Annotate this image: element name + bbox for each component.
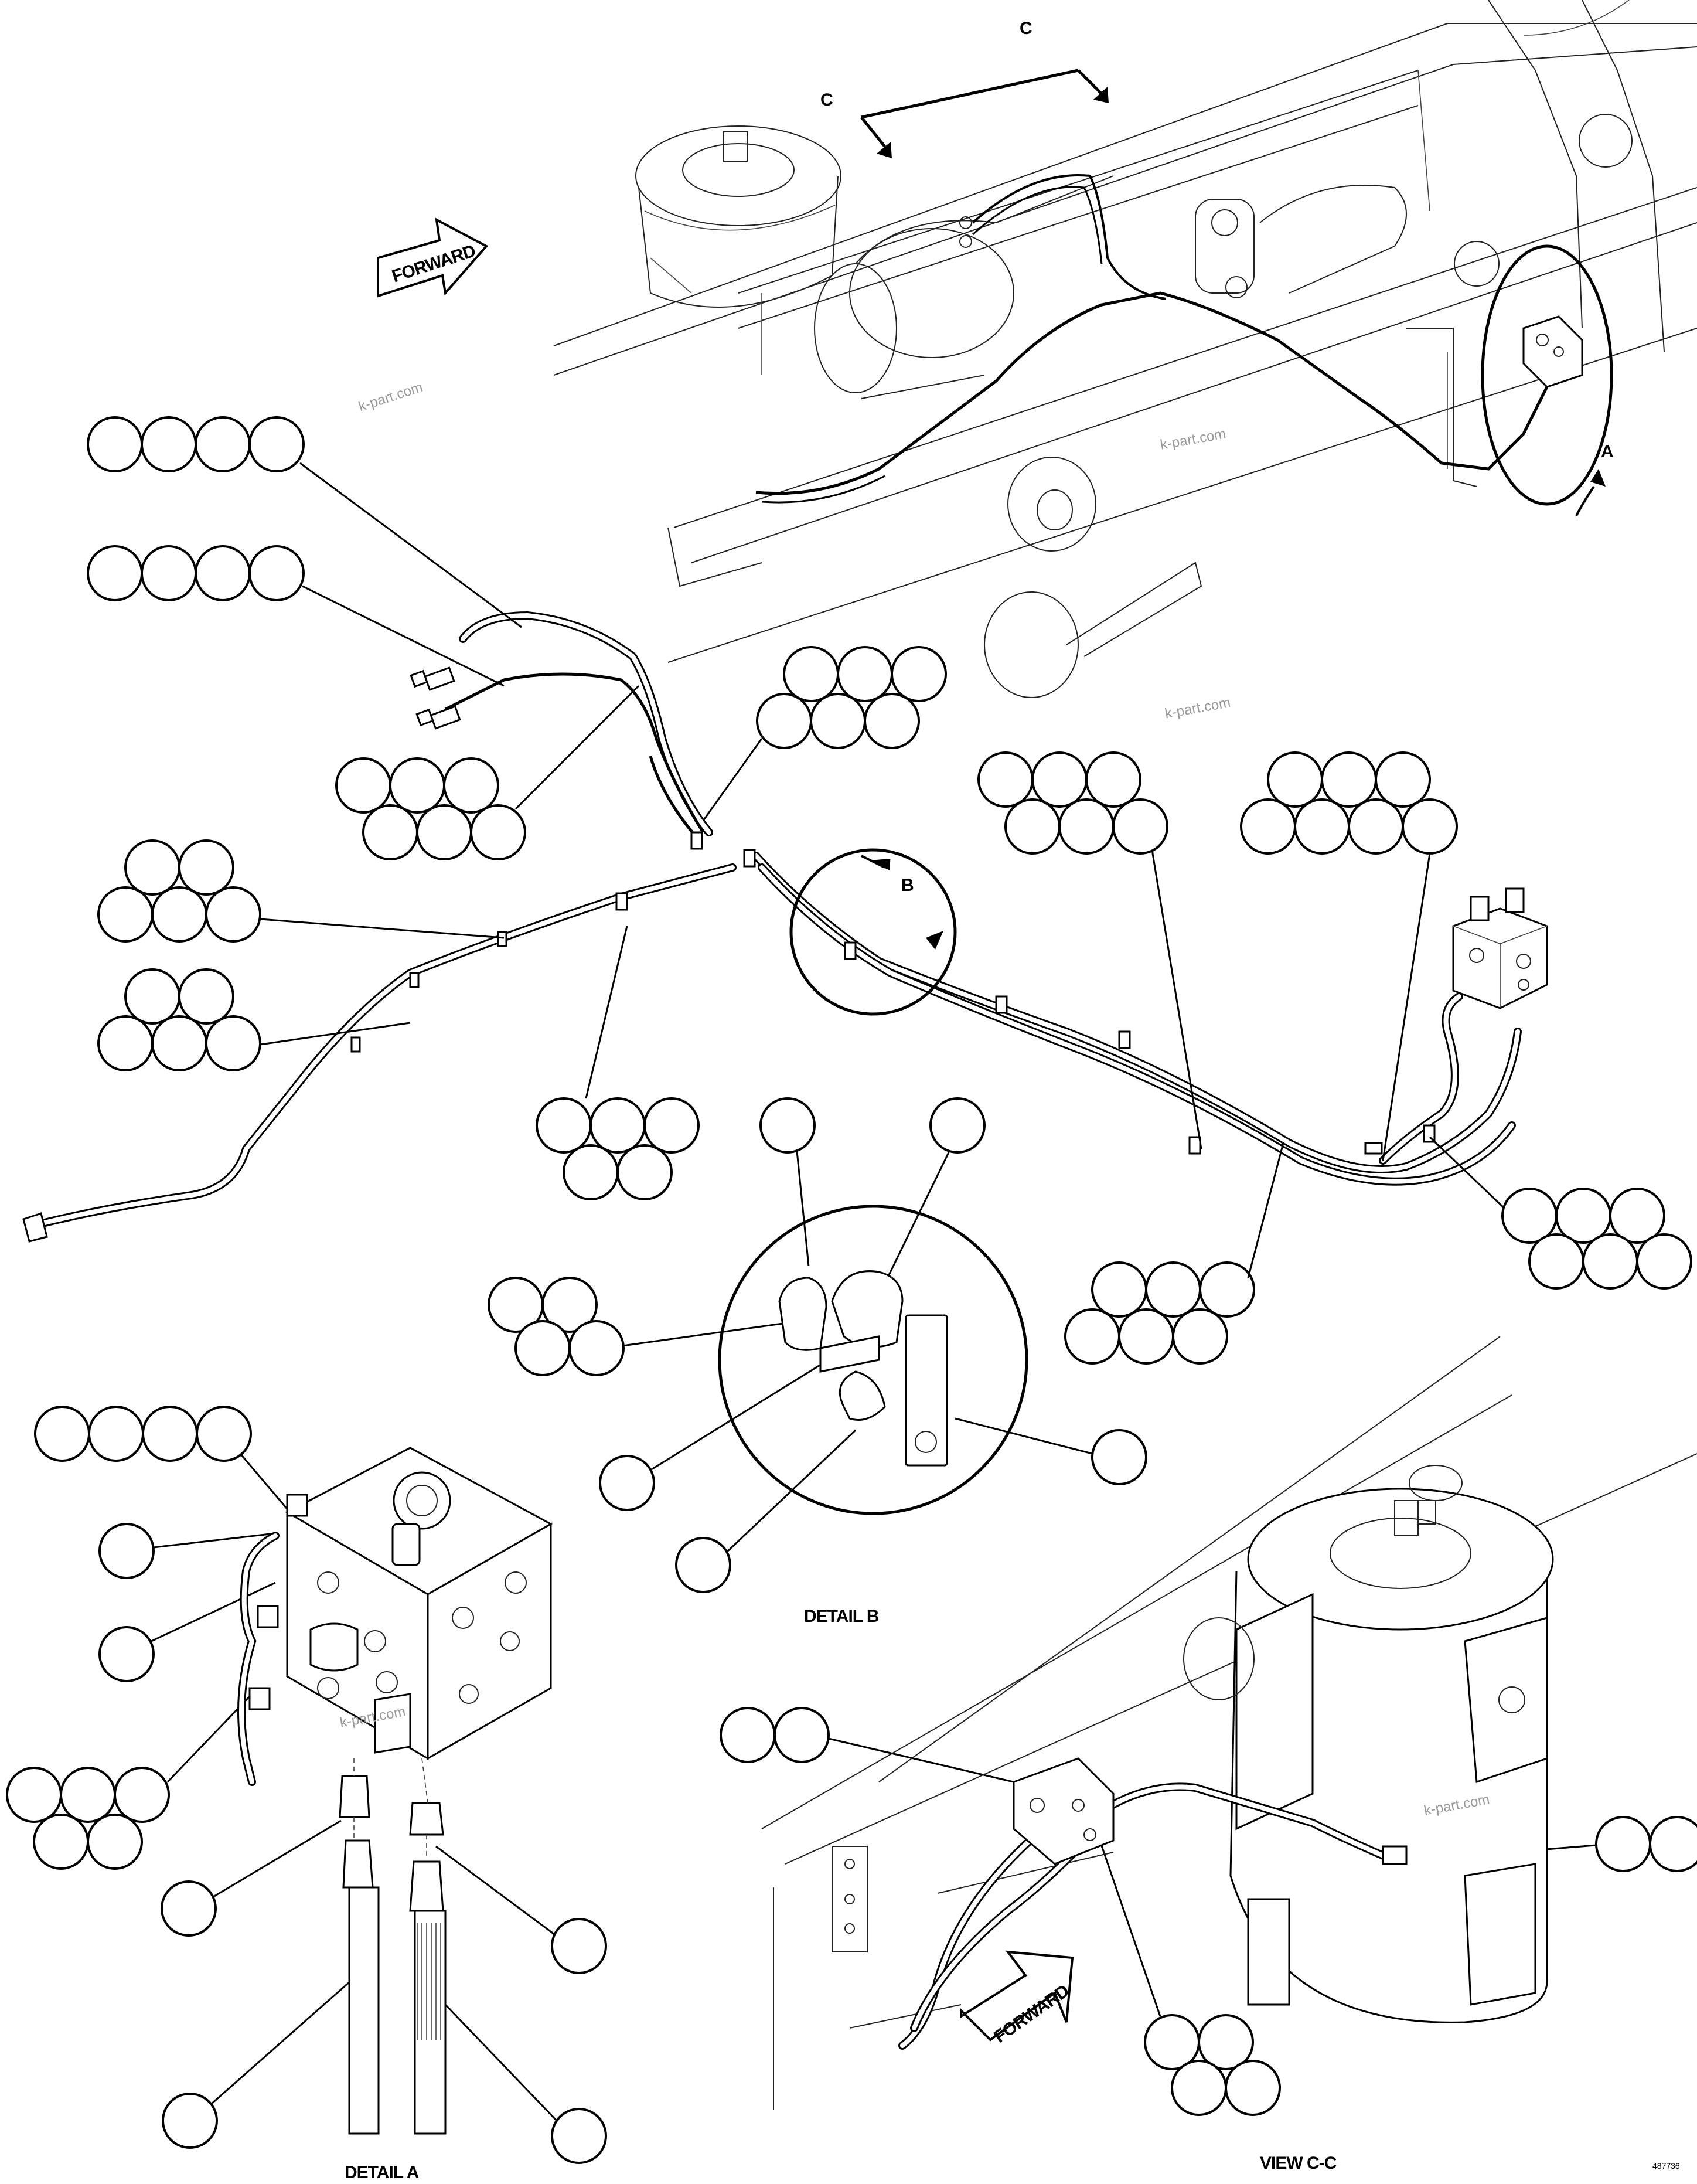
detail-a-title: DETAIL A	[345, 2163, 419, 2182]
callout-detail-a-7	[162, 2093, 218, 2149]
callout-group-9	[536, 926, 700, 1200]
callout-group-view-cc-3	[1095, 1828, 1281, 2116]
callout-detail-a-6	[551, 1918, 607, 1974]
view-cc: FORWARD VIEW C-C k-part.com	[761, 1336, 1697, 2173]
forward-arrow-top: FORWARD	[377, 217, 489, 298]
tank-top	[635, 125, 841, 308]
forward-label-top: FORWARD	[390, 241, 478, 286]
callout-group-3	[335, 685, 640, 860]
watermark: k-part.com	[1164, 695, 1232, 722]
callout-detail-b-2	[929, 1097, 986, 1154]
callout-group-view-cc-2	[1394, 1816, 1697, 1872]
detail-a-marker: A	[1601, 442, 1613, 461]
callout-group-8	[1240, 751, 1458, 1161]
tank-view-cc	[1183, 1465, 1554, 2023]
section-c-right-label: C	[1020, 19, 1032, 38]
detail-b-marker: B	[901, 876, 914, 895]
detail-a-callout-circle: A	[1481, 244, 1614, 516]
drawing-number: 487736	[1652, 2161, 1680, 2171]
callout-group-view-cc-1	[720, 1707, 1114, 1807]
detail-b-title: DETAIL B	[804, 1607, 879, 1626]
callout-group-6	[702, 646, 947, 821]
detail-b-callout-circle: B	[789, 848, 957, 1016]
valve-block-right	[1452, 887, 1548, 1009]
callout-group-10	[1064, 1142, 1284, 1365]
forward-arrow-bottom: FORWARD	[960, 1950, 1074, 2047]
hose-clamps	[350, 831, 1436, 1155]
callout-detail-a-8	[551, 2108, 607, 2164]
callout-detail-b-3	[599, 1455, 655, 1511]
callout-group-2	[87, 545, 505, 687]
callout-detail-b-5	[1091, 1429, 1147, 1485]
watermark: k-part.com	[1159, 426, 1227, 453]
callout-group-1	[87, 416, 522, 628]
callout-bubbles	[6, 416, 1697, 2164]
connector-2	[415, 705, 461, 730]
callout-detail-b-1	[759, 1097, 816, 1154]
callout-group-12	[488, 1277, 792, 1376]
callout-group-5	[97, 968, 411, 1071]
chassis-overview: A C C FORWARD k-part.com k-part.com	[357, 0, 1697, 698]
callout-group-detail-a-4	[6, 1693, 253, 1870]
detail-b: DETAIL B	[718, 1205, 1028, 1626]
watermark: k-part.com	[357, 379, 425, 415]
callout-group-7	[977, 751, 1202, 1149]
callout-group-detail-a-1	[34, 1406, 294, 1516]
callout-detail-a-5	[161, 1880, 217, 1937]
callout-detail-a-2	[98, 1523, 155, 1579]
connector-1	[410, 666, 455, 691]
callout-group-4	[97, 839, 505, 943]
callout-detail-a-3	[98, 1626, 155, 1682]
callout-detail-b-4	[675, 1537, 731, 1593]
valve-block-top	[1522, 315, 1583, 388]
callout-group-11	[1429, 1136, 1692, 1290]
section-cc-arrows: C C	[820, 19, 1109, 158]
view-cc-title: VIEW C-C	[1260, 2154, 1337, 2173]
section-c-left-label: C	[820, 90, 833, 110]
detail-a: DETAIL A k-part.com	[237, 1447, 553, 2182]
